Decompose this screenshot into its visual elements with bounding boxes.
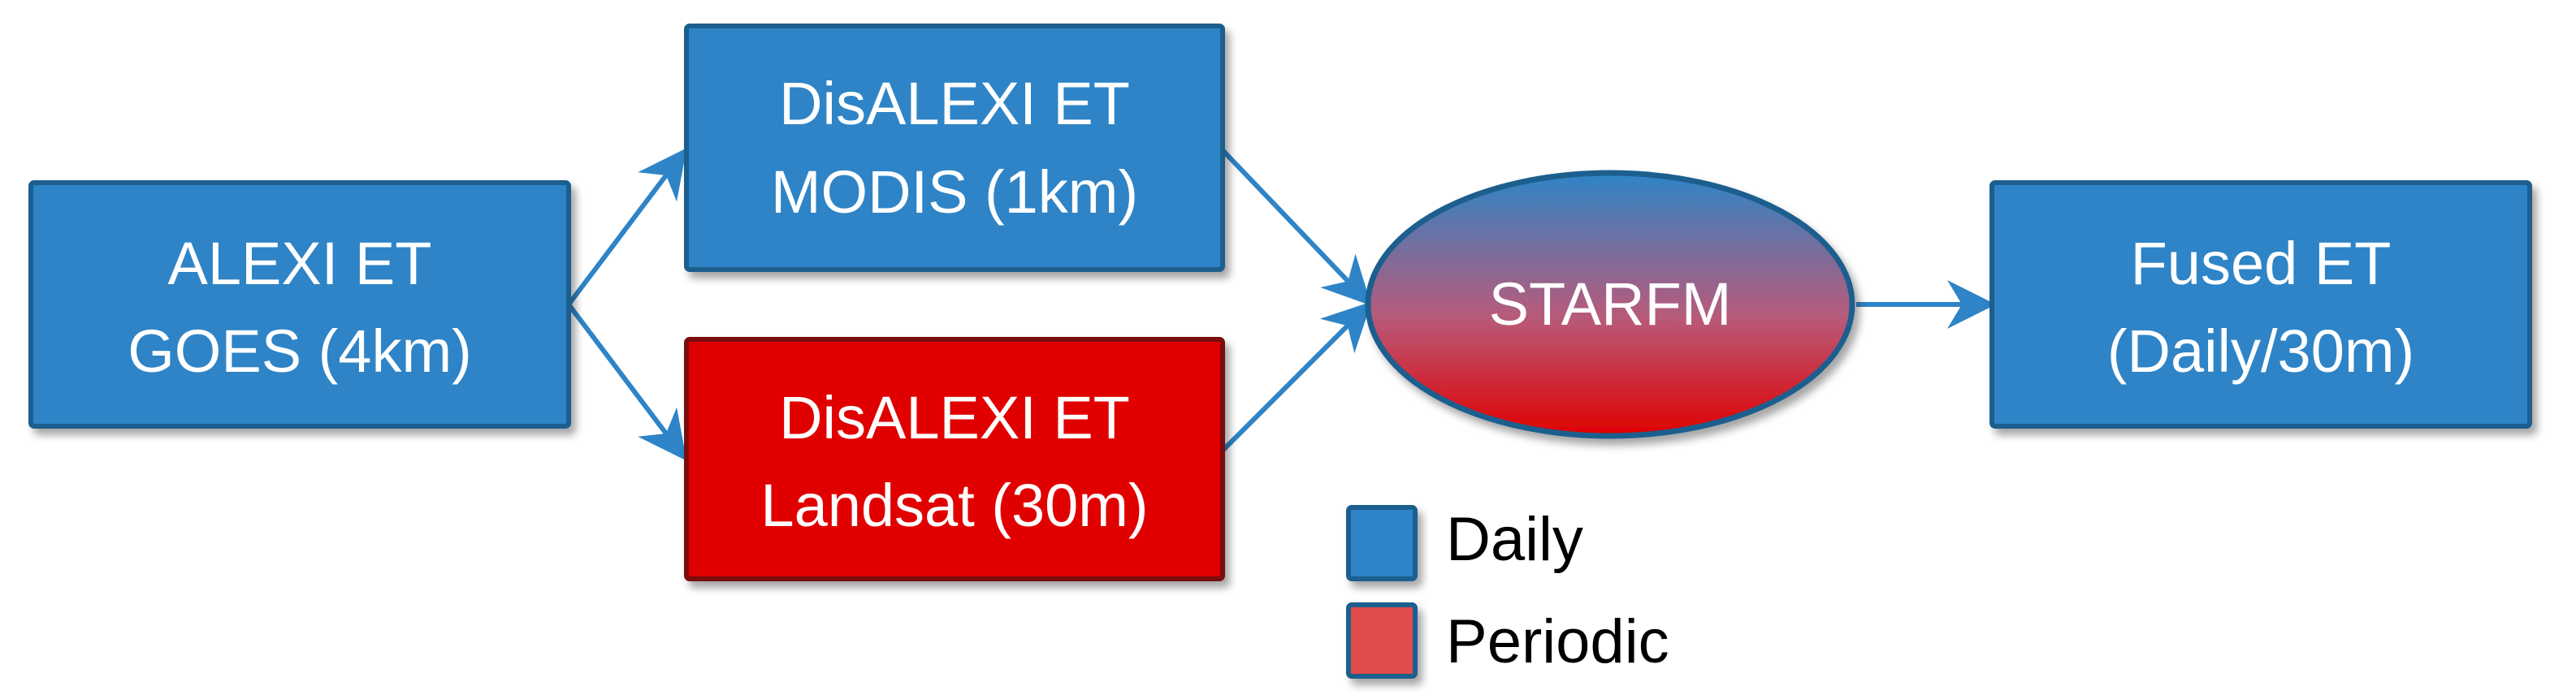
node-alexi-box — [28, 180, 571, 429]
node-fused-line1: Fused ET — [2131, 230, 2392, 297]
node-alexi-et: ALEXI ET GOES (4km) — [28, 180, 571, 429]
legend-swatch-periodic — [1346, 602, 1418, 679]
legend-swatch-daily — [1346, 505, 1418, 581]
arrow-modis-to-starfm — [1220, 148, 1372, 306]
node-alexi-line1: ALEXI ET — [168, 230, 432, 297]
node-modis-line2: MODIS (1km) — [771, 158, 1138, 226]
arrow-landsat-to-starfm — [1220, 301, 1372, 453]
arrow-alexi-to-modis — [566, 148, 687, 306]
arrows — [566, 148, 1996, 461]
node-landsat-line2: Landsat (30m) — [760, 472, 1148, 539]
node-disalexi-landsat: DisALEXI ET Landsat (30m) — [684, 337, 1225, 581]
node-disalexi-modis: DisALEXI ET MODIS (1km) — [684, 24, 1225, 272]
node-fused-box — [1989, 180, 2532, 429]
arrow-alexi-to-landsat — [566, 303, 687, 461]
legend: Daily Periodic — [1346, 505, 1669, 679]
node-landsat-box — [684, 337, 1225, 581]
node-modis-box — [684, 24, 1225, 272]
legend-label-periodic: Periodic — [1446, 607, 1669, 676]
node-starfm-label: STARFM — [1489, 270, 1732, 338]
node-starfm: STARFM — [1365, 170, 1855, 439]
node-fused-et: Fused ET (Daily/30m) — [1989, 180, 2532, 429]
node-landsat-line1: DisALEXI ET — [779, 384, 1130, 451]
node-fused-line2: (Daily/30m) — [2107, 317, 2414, 385]
node-starfm-ellipse — [1365, 170, 1855, 439]
legend-label-daily: Daily — [1446, 505, 1583, 574]
node-modis-line1: DisALEXI ET — [779, 70, 1130, 137]
node-alexi-line2: GOES (4km) — [128, 317, 471, 385]
